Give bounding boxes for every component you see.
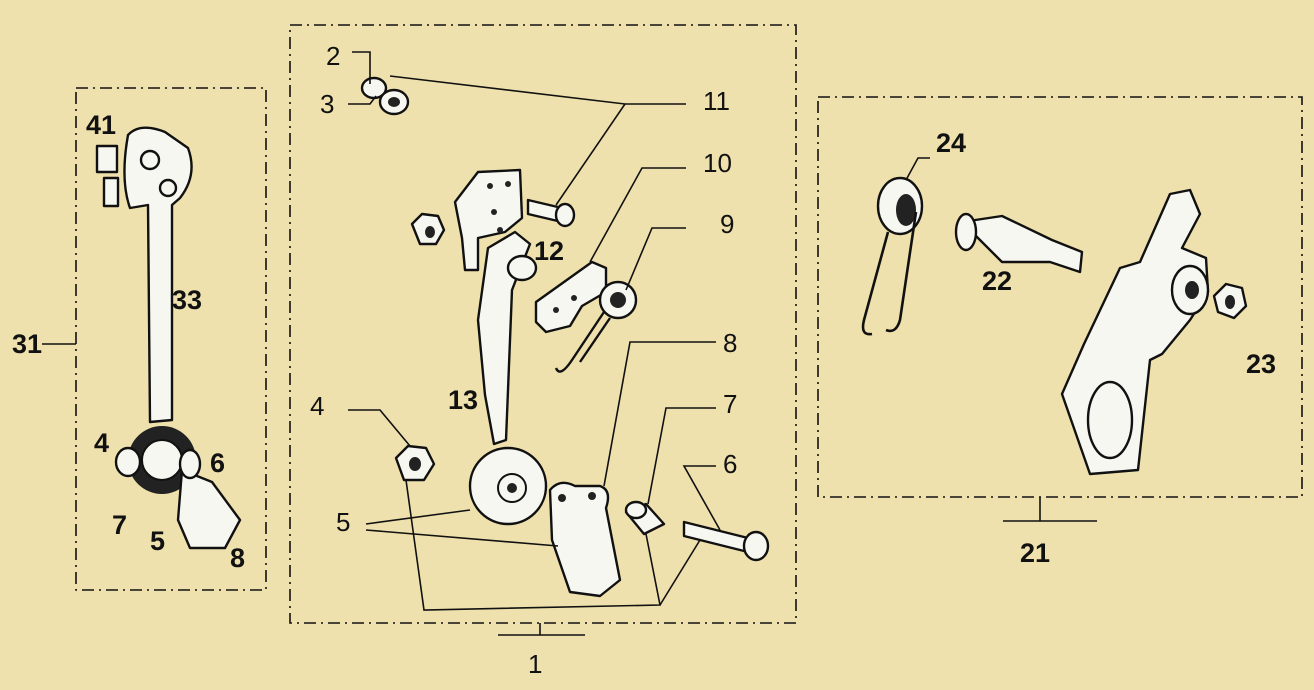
part-label-9: 9 xyxy=(720,209,735,239)
spring-bracket-10 xyxy=(534,260,608,334)
part-label-5-center: 5 xyxy=(336,507,351,537)
part-label-7: 7 xyxy=(112,510,128,540)
group-label-1: 1 xyxy=(528,649,543,679)
hex-nut-4 xyxy=(394,444,436,482)
hex-nut-23 xyxy=(1212,282,1248,320)
part-label-3: 3 xyxy=(320,89,335,119)
part-label-22: 22 xyxy=(982,266,1013,296)
part-label-7-center: 7 xyxy=(723,389,738,419)
part-label-13: 13 xyxy=(448,385,479,415)
part-label-23: 23 xyxy=(1246,349,1277,379)
part-label-24: 24 xyxy=(936,128,967,158)
spacer-7 xyxy=(624,500,666,536)
lever-arm-33 xyxy=(95,126,242,550)
part-label-6-center: 6 xyxy=(723,449,738,479)
part-label-5: 5 xyxy=(150,526,166,556)
part-label-11: 11 xyxy=(703,86,730,116)
part-label-33: 33 xyxy=(172,285,203,315)
part-label-2: 2 xyxy=(326,41,341,71)
bolt-6 xyxy=(682,520,770,562)
group-box-21 xyxy=(817,96,1303,498)
hex-nut xyxy=(410,212,446,246)
screw-12 xyxy=(526,198,576,228)
part-label-4: 4 xyxy=(94,428,110,458)
bracket-plate-11 xyxy=(453,168,524,272)
group-box-31 xyxy=(75,87,267,591)
part-label-41: 41 xyxy=(86,110,117,140)
link-plate-8 xyxy=(548,481,622,598)
lever-arm-13 xyxy=(468,230,548,526)
part-label-8-center: 8 xyxy=(723,328,738,358)
pivot-pin-22 xyxy=(954,212,1084,274)
cap-nut-2 xyxy=(360,76,410,116)
part-label-8: 8 xyxy=(230,543,246,573)
part-label-4-center: 4 xyxy=(310,391,325,421)
torsion-spring-9 xyxy=(554,280,638,373)
part-label-10: 10 xyxy=(703,148,732,178)
part-label-6: 6 xyxy=(210,448,226,478)
part-label-12: 12 xyxy=(534,236,565,266)
torsion-spring-24 xyxy=(861,176,924,336)
pawl-bracket xyxy=(1060,188,1210,476)
group-label-31: 31 xyxy=(12,329,43,359)
group-label-21: 21 xyxy=(1020,538,1051,568)
